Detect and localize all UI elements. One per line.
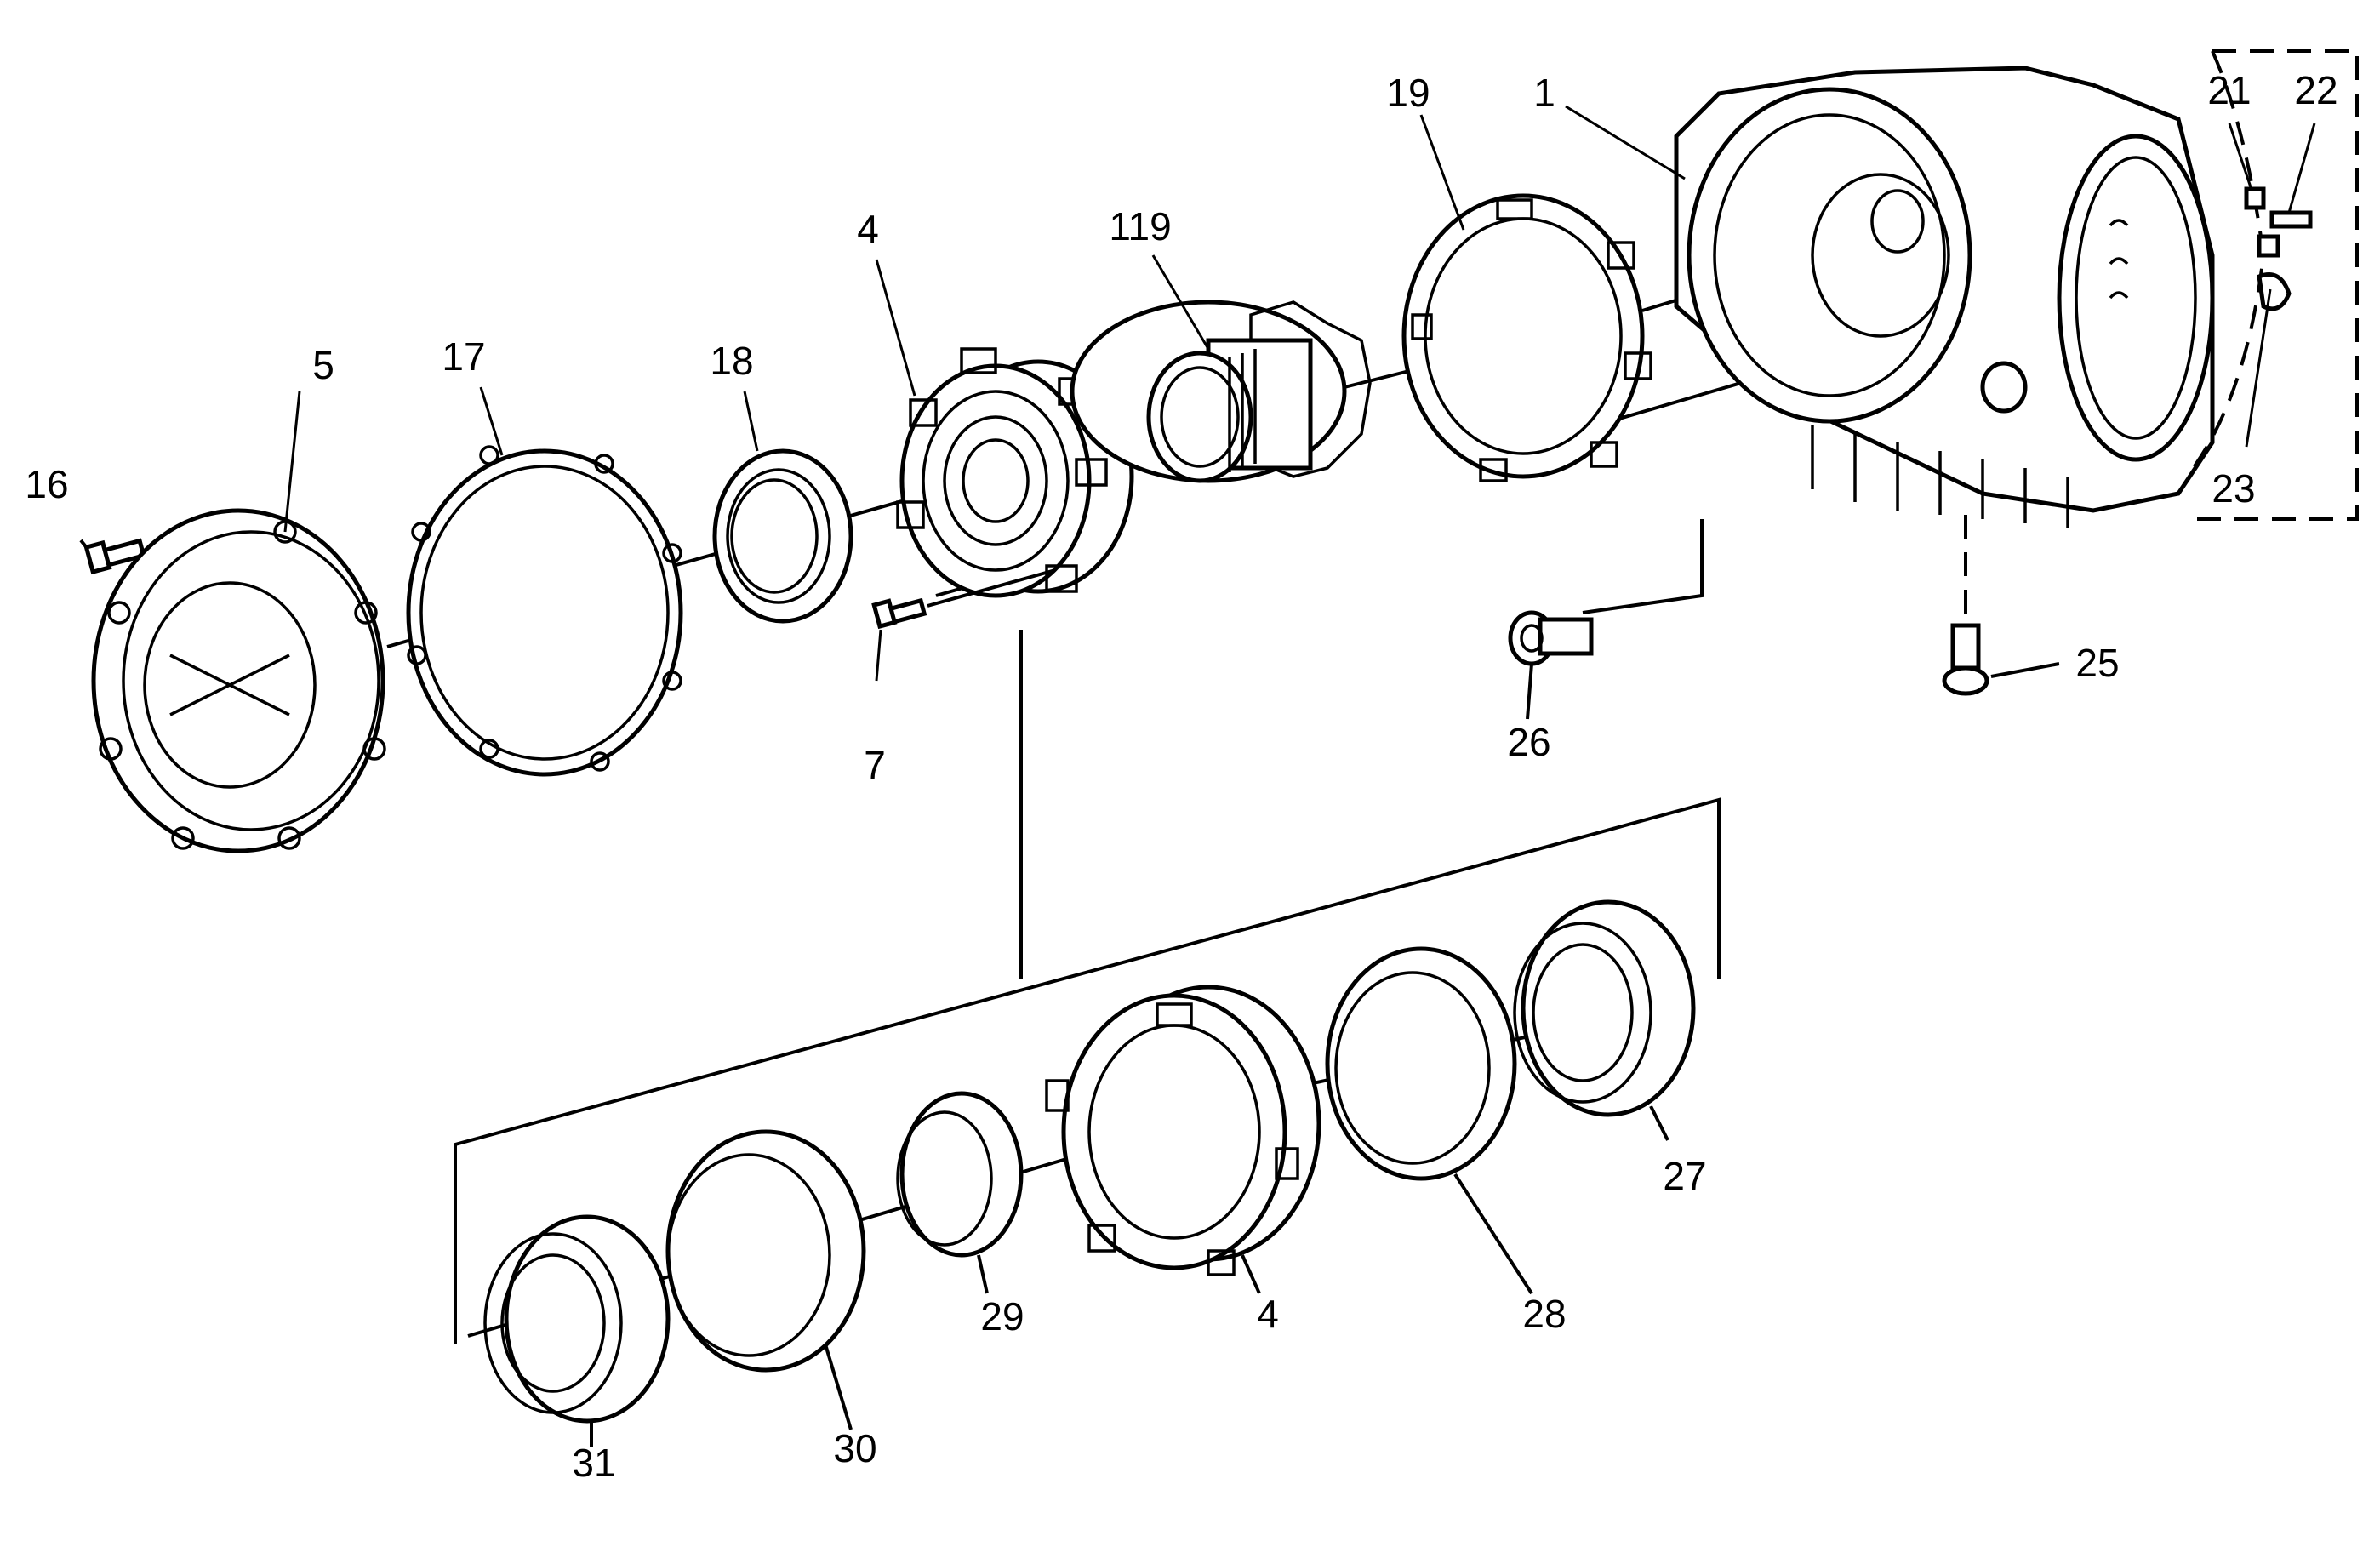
callout-22: 22 [2294, 68, 2337, 112]
callout-1: 1 [1533, 71, 1555, 115]
callout-29: 29 [980, 1294, 1024, 1339]
part-30-race [665, 1129, 866, 1430]
part-16-bolt [79, 538, 146, 575]
callout-4-lower: 4 [1257, 1292, 1279, 1336]
callout-23: 23 [2212, 466, 2255, 511]
callout-16: 16 [25, 462, 68, 506]
callout-7: 7 [864, 743, 886, 787]
callout-21: 21 [2207, 68, 2251, 112]
part-25-plug [1942, 515, 2060, 696]
callout-labels: 1 19 119 4 18 17 5 16 7 21 22 23 26 25 2… [25, 68, 2337, 1485]
callout-28: 28 [1522, 1292, 1566, 1336]
part-7-bolt [871, 568, 1056, 630]
part-28-race [1325, 946, 1533, 1295]
parts-21-22-23-group [2185, 49, 2359, 521]
part-26-plug [1508, 519, 1704, 720]
callout-4-upper: 4 [857, 207, 879, 251]
part-1-housing [1674, 66, 2215, 528]
callout-30: 30 [833, 1426, 876, 1470]
callout-17: 17 [442, 334, 485, 379]
part-23-clip [2257, 272, 2292, 311]
lower-assembly-bracket [454, 630, 1721, 1344]
part-4-housing-lower [1045, 985, 1321, 1294]
part-19-ring [1401, 193, 1652, 482]
callout-18: 18 [710, 339, 753, 383]
callout-27: 27 [1663, 1154, 1706, 1198]
part-5-cover [91, 508, 386, 853]
part-31-bearing [483, 1214, 671, 1447]
part-18-seal [712, 448, 853, 624]
callout-19: 19 [1386, 71, 1430, 115]
part-21-bolt [2244, 186, 2266, 210]
callout-26: 26 [1507, 720, 1550, 764]
part-29-race [896, 1091, 1024, 1294]
part-22-bolt [2269, 210, 2313, 229]
part-119-pinion [1070, 300, 1372, 483]
part-27-bearing [1513, 899, 1696, 1141]
callout-31: 31 [572, 1441, 615, 1485]
callout-5: 5 [312, 343, 334, 387]
callout-25: 25 [2075, 641, 2119, 685]
part-17-gasket [406, 445, 683, 777]
housing-arrow-marks [2109, 219, 2129, 300]
callout-119: 119 [1109, 204, 1171, 248]
leader-lines [283, 105, 2316, 682]
